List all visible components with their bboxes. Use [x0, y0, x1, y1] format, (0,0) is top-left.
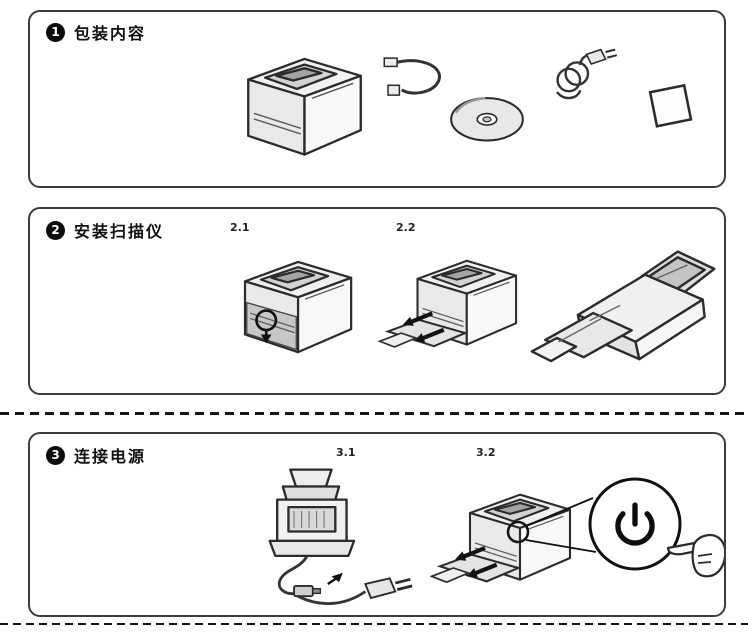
- scanner-extend-front-tray-illustration: [378, 246, 526, 361]
- power-button-icon: [615, 502, 655, 546]
- section-1-title: 包装内容: [74, 24, 147, 43]
- section-1-header: 1 包装内容: [46, 20, 146, 44]
- power-button-location-marker: [506, 520, 530, 544]
- step-label-2-2: 2.2: [396, 221, 416, 234]
- step-label-3-1: 3.1: [336, 446, 356, 459]
- section-2-header: 2 安装扫描仪: [46, 218, 164, 242]
- section-2-number-badge: 2: [46, 220, 65, 240]
- section-1-number-badge: 1: [46, 22, 65, 42]
- connect-power-adapter-illustration: [268, 468, 414, 606]
- cd-disc-icon: [449, 96, 525, 142]
- pointing-hand-icon: [666, 534, 724, 578]
- step-label-2-1: 2.1: [230, 221, 250, 234]
- scanner-trays-open-illustration: [530, 250, 716, 363]
- bottom-cut-line: [0, 623, 748, 625]
- press-power-button-callout-illustration: [430, 477, 724, 616]
- scanner-open-side-door-illustration: [220, 246, 362, 361]
- section-3-header: 3 连接电源: [46, 443, 146, 467]
- section-package-contents: [28, 10, 726, 188]
- cut-line-separator: [0, 412, 748, 415]
- section-3-title: 连接电源: [74, 447, 147, 466]
- scanner-illustration: [247, 57, 362, 156]
- power-cord-icon: [556, 48, 618, 100]
- usb-cable-icon: [382, 56, 442, 97]
- booklet-icon: [648, 84, 693, 128]
- step-label-3-2: 3.2: [476, 446, 496, 459]
- section-2-title: 安装扫描仪: [74, 222, 165, 241]
- section-3-number-badge: 3: [46, 445, 65, 465]
